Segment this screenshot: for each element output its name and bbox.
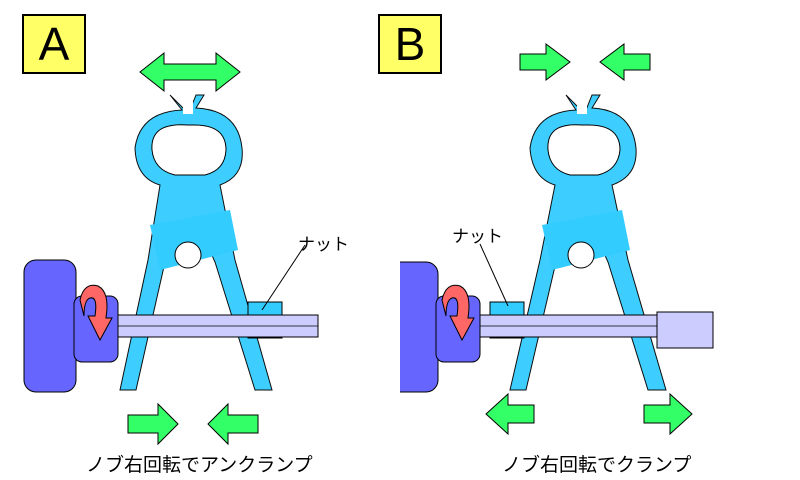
panel-a-label: A [22,14,86,74]
bottom-left-arrow-icon [485,392,535,436]
diagram-panel-a: A [22,14,349,476]
top-right-arrow-icon [599,43,651,81]
open-arrow-icon [139,51,241,93]
rod-end-block [656,311,714,349]
rotation-arrow-icon [441,284,475,342]
callout-line [261,244,306,311]
bottom-right-arrow-icon [207,402,259,446]
caption-b: ノブ右回転でクランプ [502,454,692,476]
clamp-diagram-b [400,43,714,436]
clamp-diagram-a [23,51,319,446]
bottom-left-arrow-icon [127,402,179,446]
clamp-frame [509,92,667,391]
nut-label-a: ナット [298,235,349,255]
diagram-panel-b: B [378,0,800,480]
bottom-right-arrow-icon [643,392,693,436]
caption-a: ノブ右回転でアンクランプ [86,454,313,476]
clamp-frame [119,92,273,391]
top-left-arrow-icon [519,43,571,81]
panel-b-label: B [378,14,442,74]
callout-line [479,243,509,307]
nut-label-b: ナット [452,227,503,247]
rotation-arrow-icon [79,284,113,342]
